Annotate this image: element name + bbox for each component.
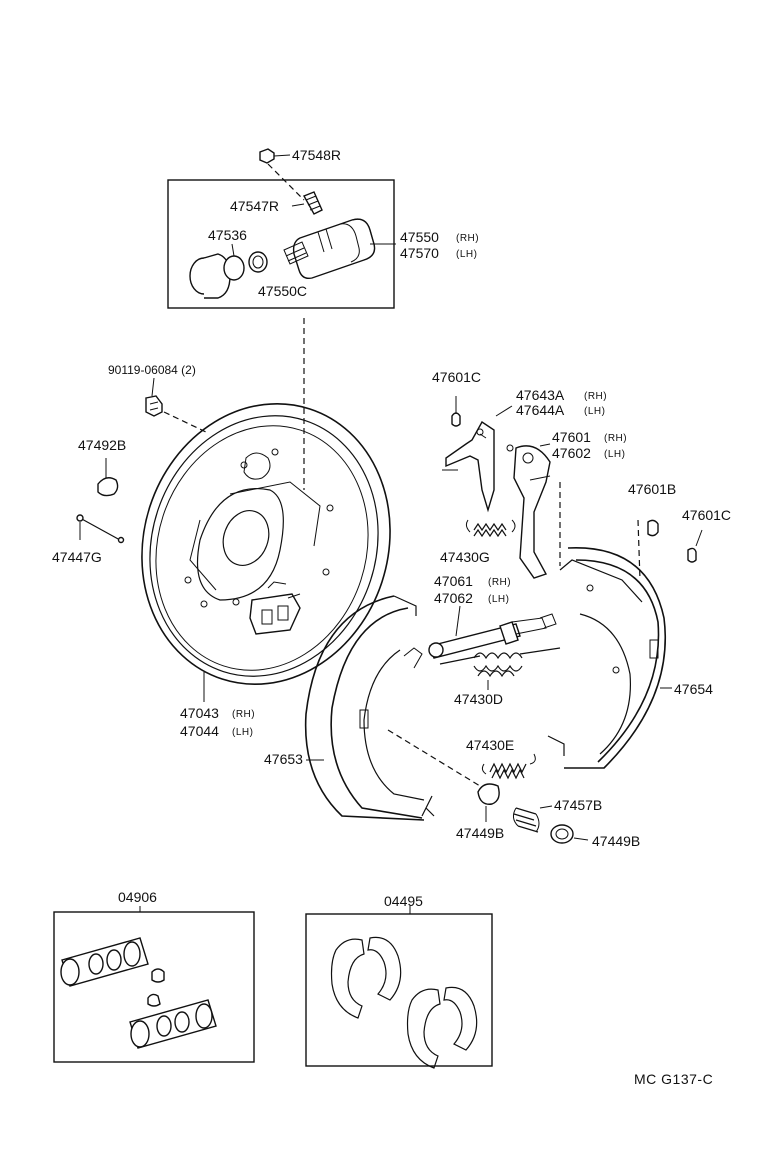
pin-47447G <box>76 514 125 544</box>
bleeder-cap-47548R <box>259 148 291 164</box>
label-47044: 47044 <box>180 723 219 739</box>
clip-47601C-right <box>687 529 703 563</box>
cup-47449B-left <box>477 783 500 822</box>
label-47643A-rh: (RH) <box>584 391 607 402</box>
bleeder-screw-47547R <box>291 191 323 215</box>
label-47550-rh: (RH) <box>456 233 479 244</box>
label-47548R: 47548R <box>292 147 341 163</box>
spring-47430E <box>481 753 536 780</box>
spring-47430G <box>465 519 516 538</box>
label-47547R: 47547R <box>230 198 279 214</box>
label-47643A: 47643A <box>516 387 565 403</box>
label-47457B: 47457B <box>554 797 602 813</box>
label-47061-rh: (RH) <box>488 577 511 588</box>
label-47601C-top: 47601C <box>432 369 481 385</box>
plug-47492B <box>97 458 119 497</box>
label-47043-rh: (RH) <box>232 709 255 720</box>
label-47654: 47654 <box>674 681 713 697</box>
label-47043: 47043 <box>180 705 219 721</box>
spring-47457B <box>512 805 553 833</box>
label-47570-lh: (LH) <box>456 249 477 260</box>
label-47430E: 47430E <box>466 737 514 753</box>
piston-boot-47536 <box>189 243 268 299</box>
label-47602: 47602 <box>552 445 591 461</box>
clip-47601C-top <box>451 396 461 427</box>
label-47550: 47550 <box>400 229 439 245</box>
label-47653: 47653 <box>264 751 303 767</box>
label-47430G: 47430G <box>440 549 490 565</box>
label-47430D: 47430D <box>454 691 503 707</box>
label-47536: 47536 <box>208 227 247 243</box>
label-04495: 04495 <box>384 893 423 909</box>
label-47062: 47062 <box>434 590 473 606</box>
label-47447G: 47447G <box>52 549 102 565</box>
label-47570: 47570 <box>400 245 439 261</box>
label-47601B: 47601B <box>628 481 676 497</box>
adjuster-47061 <box>428 605 557 659</box>
label-47644A-lh: (LH) <box>584 406 605 417</box>
label-47550C: 47550C <box>258 283 307 299</box>
label-47044-lh: (LH) <box>232 727 253 738</box>
spring-47430D <box>439 647 561 690</box>
label-47601-rh: (RH) <box>604 433 627 444</box>
label-47062-lh: (LH) <box>488 594 509 605</box>
kit-box-04906 <box>53 906 255 1063</box>
cup-47449B-right <box>550 824 589 844</box>
label-47449B-left: 47449B <box>456 825 504 841</box>
figure-code: MC G137-C <box>634 1071 713 1087</box>
backing-plate <box>141 402 391 702</box>
wheel-cylinder-body <box>283 218 376 280</box>
lever-47601 <box>506 443 561 579</box>
label-04906: 04906 <box>118 889 157 905</box>
label-47644A: 47644A <box>516 402 565 418</box>
lever-47643A <box>442 405 513 513</box>
label-47602-lh: (LH) <box>604 449 625 460</box>
label-47601C-right: 47601C <box>682 507 731 523</box>
kit-box-04495 <box>305 906 493 1069</box>
label-47449B-right: 47449B <box>592 833 640 849</box>
brake-shoe-47654 <box>547 547 672 769</box>
bolt-90119 <box>145 377 207 433</box>
label-47061: 47061 <box>434 573 473 589</box>
brake-shoe-47653 <box>304 595 435 821</box>
wheel-cylinder-group <box>167 148 396 490</box>
label-47492B: 47492B <box>78 437 126 453</box>
label-47601: 47601 <box>552 429 591 445</box>
label-90119: 90119-06084 (2) <box>108 363 196 377</box>
